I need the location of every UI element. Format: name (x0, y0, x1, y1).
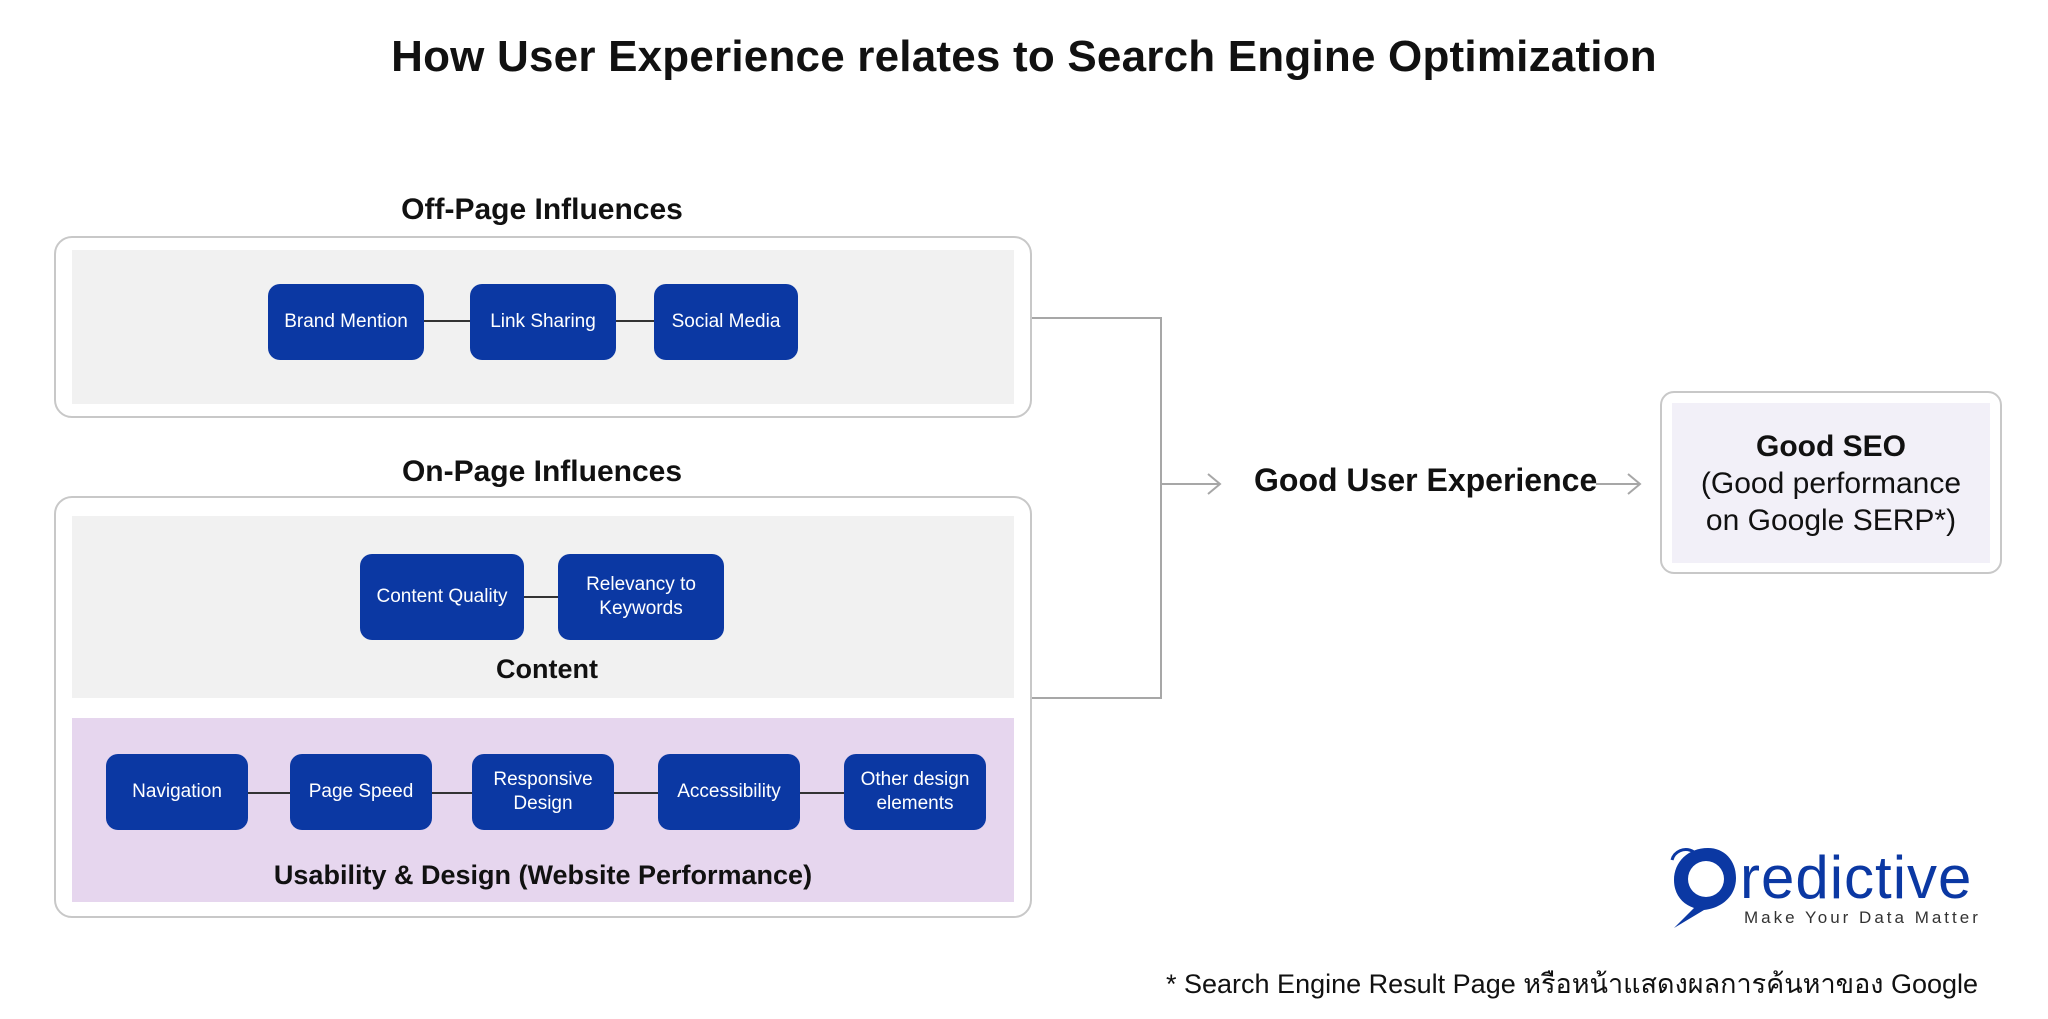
off-page-title: Off-Page Influences (401, 193, 683, 226)
usability-label: Usability & Design (Website Performance) (273, 860, 813, 890)
footnote: * Search Engine Result Page หรือหน้าแสดง… (1166, 969, 1979, 999)
on-page-title: On-Page Influences (401, 455, 683, 488)
logo-tagline: Make Your Data Matter (1744, 908, 1981, 927)
connector-line (524, 596, 558, 598)
good-seo-line2: on Google SERP*) (1705, 503, 1957, 537)
node-navigation: Navigation (106, 754, 248, 830)
good-user-experience-label: Good User Experience (1254, 462, 1598, 498)
good-seo-panel: Good SEO (Good performance on Google SER… (1672, 403, 1990, 563)
connector-line (424, 320, 470, 322)
bracket-top-line (1032, 317, 1162, 319)
node-responsive-design: Responsive Design (472, 754, 614, 830)
arrow-right-icon (1162, 473, 1222, 495)
node-accessibility: Accessibility (658, 754, 800, 830)
logo-wordmark: redictive (1740, 844, 1973, 911)
node-page-speed: Page Speed (290, 754, 432, 830)
good-seo-title: Good SEO (1756, 429, 1906, 463)
connector-line (800, 792, 844, 794)
node-other-design-elements: Other design elements (844, 754, 986, 830)
arrow-right-icon (1596, 473, 1642, 495)
content-label: Content (496, 654, 598, 684)
connector-line (248, 792, 290, 794)
node-link-sharing: Link Sharing (470, 284, 616, 360)
node-social-media: Social Media (654, 284, 798, 360)
bracket-vertical-line (1160, 317, 1162, 699)
good-seo-line1: (Good performance (1700, 466, 1962, 500)
connector-line (616, 320, 654, 322)
page-title: How User Experience relates to Search En… (391, 32, 1657, 81)
connector-line (614, 792, 658, 794)
connector-line (432, 792, 472, 794)
bracket-bottom-line (1032, 697, 1162, 699)
node-content-quality: Content Quality (360, 554, 524, 640)
content-panel (72, 516, 1014, 698)
predictive-logo-icon (1670, 848, 1736, 928)
node-relevancy-to-keywords: Relevancy to Keywords (558, 554, 724, 640)
node-brand-mention: Brand Mention (268, 284, 424, 360)
